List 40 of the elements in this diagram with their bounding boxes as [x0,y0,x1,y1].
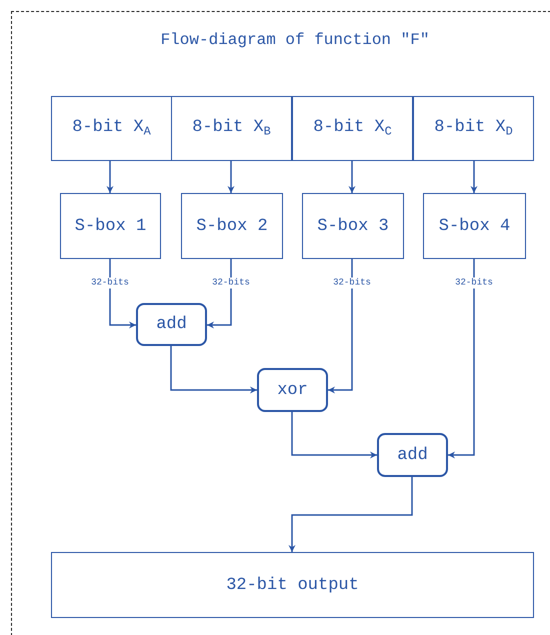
node-label: S-box 3 [317,216,389,236]
s-box [181,193,283,259]
node-label: S-box 1 [74,216,146,236]
input-box [292,96,413,161]
s-box [302,193,404,259]
arrow [348,161,356,193]
arrow [228,161,234,193]
node-label: 8-bit X$_{B}$ [192,118,271,139]
operation-box [257,368,328,412]
arrow [170,346,257,394]
diagram-title: Flow-diagram of function "F" [160,30,430,51]
edge-label: 32-bits [90,278,130,288]
edge-label: 32-bits [454,278,494,288]
node-label: 8-bit X$_{A}$ [72,118,151,139]
output-box [51,552,534,618]
arrow [470,161,478,193]
arrow [328,259,353,394]
edge-label: 32-bits [211,278,251,288]
node-label: xor [277,380,308,400]
node-label: 8-bit X$_{C}$ [313,118,392,139]
node-label: add [397,446,428,464]
node-label: 32-bit output [226,576,359,594]
node-label: add [156,315,187,334]
arrow [288,477,413,552]
arrow [448,259,475,458]
operation-box [136,303,207,346]
arrow [207,259,232,328]
input-box [171,96,292,161]
s-box [423,193,526,259]
arrow [106,161,114,193]
edge-label: 32-bits [332,278,372,288]
input-box [413,96,534,161]
arrow [291,412,377,458]
node-label: S-box 4 [438,216,510,236]
input-box [51,96,172,161]
s-box [60,193,161,259]
node-label: 8-bit X$_{D}$ [434,118,513,139]
arrow [109,259,136,328]
operation-box [377,433,448,477]
node-label: S-box 2 [196,216,268,236]
